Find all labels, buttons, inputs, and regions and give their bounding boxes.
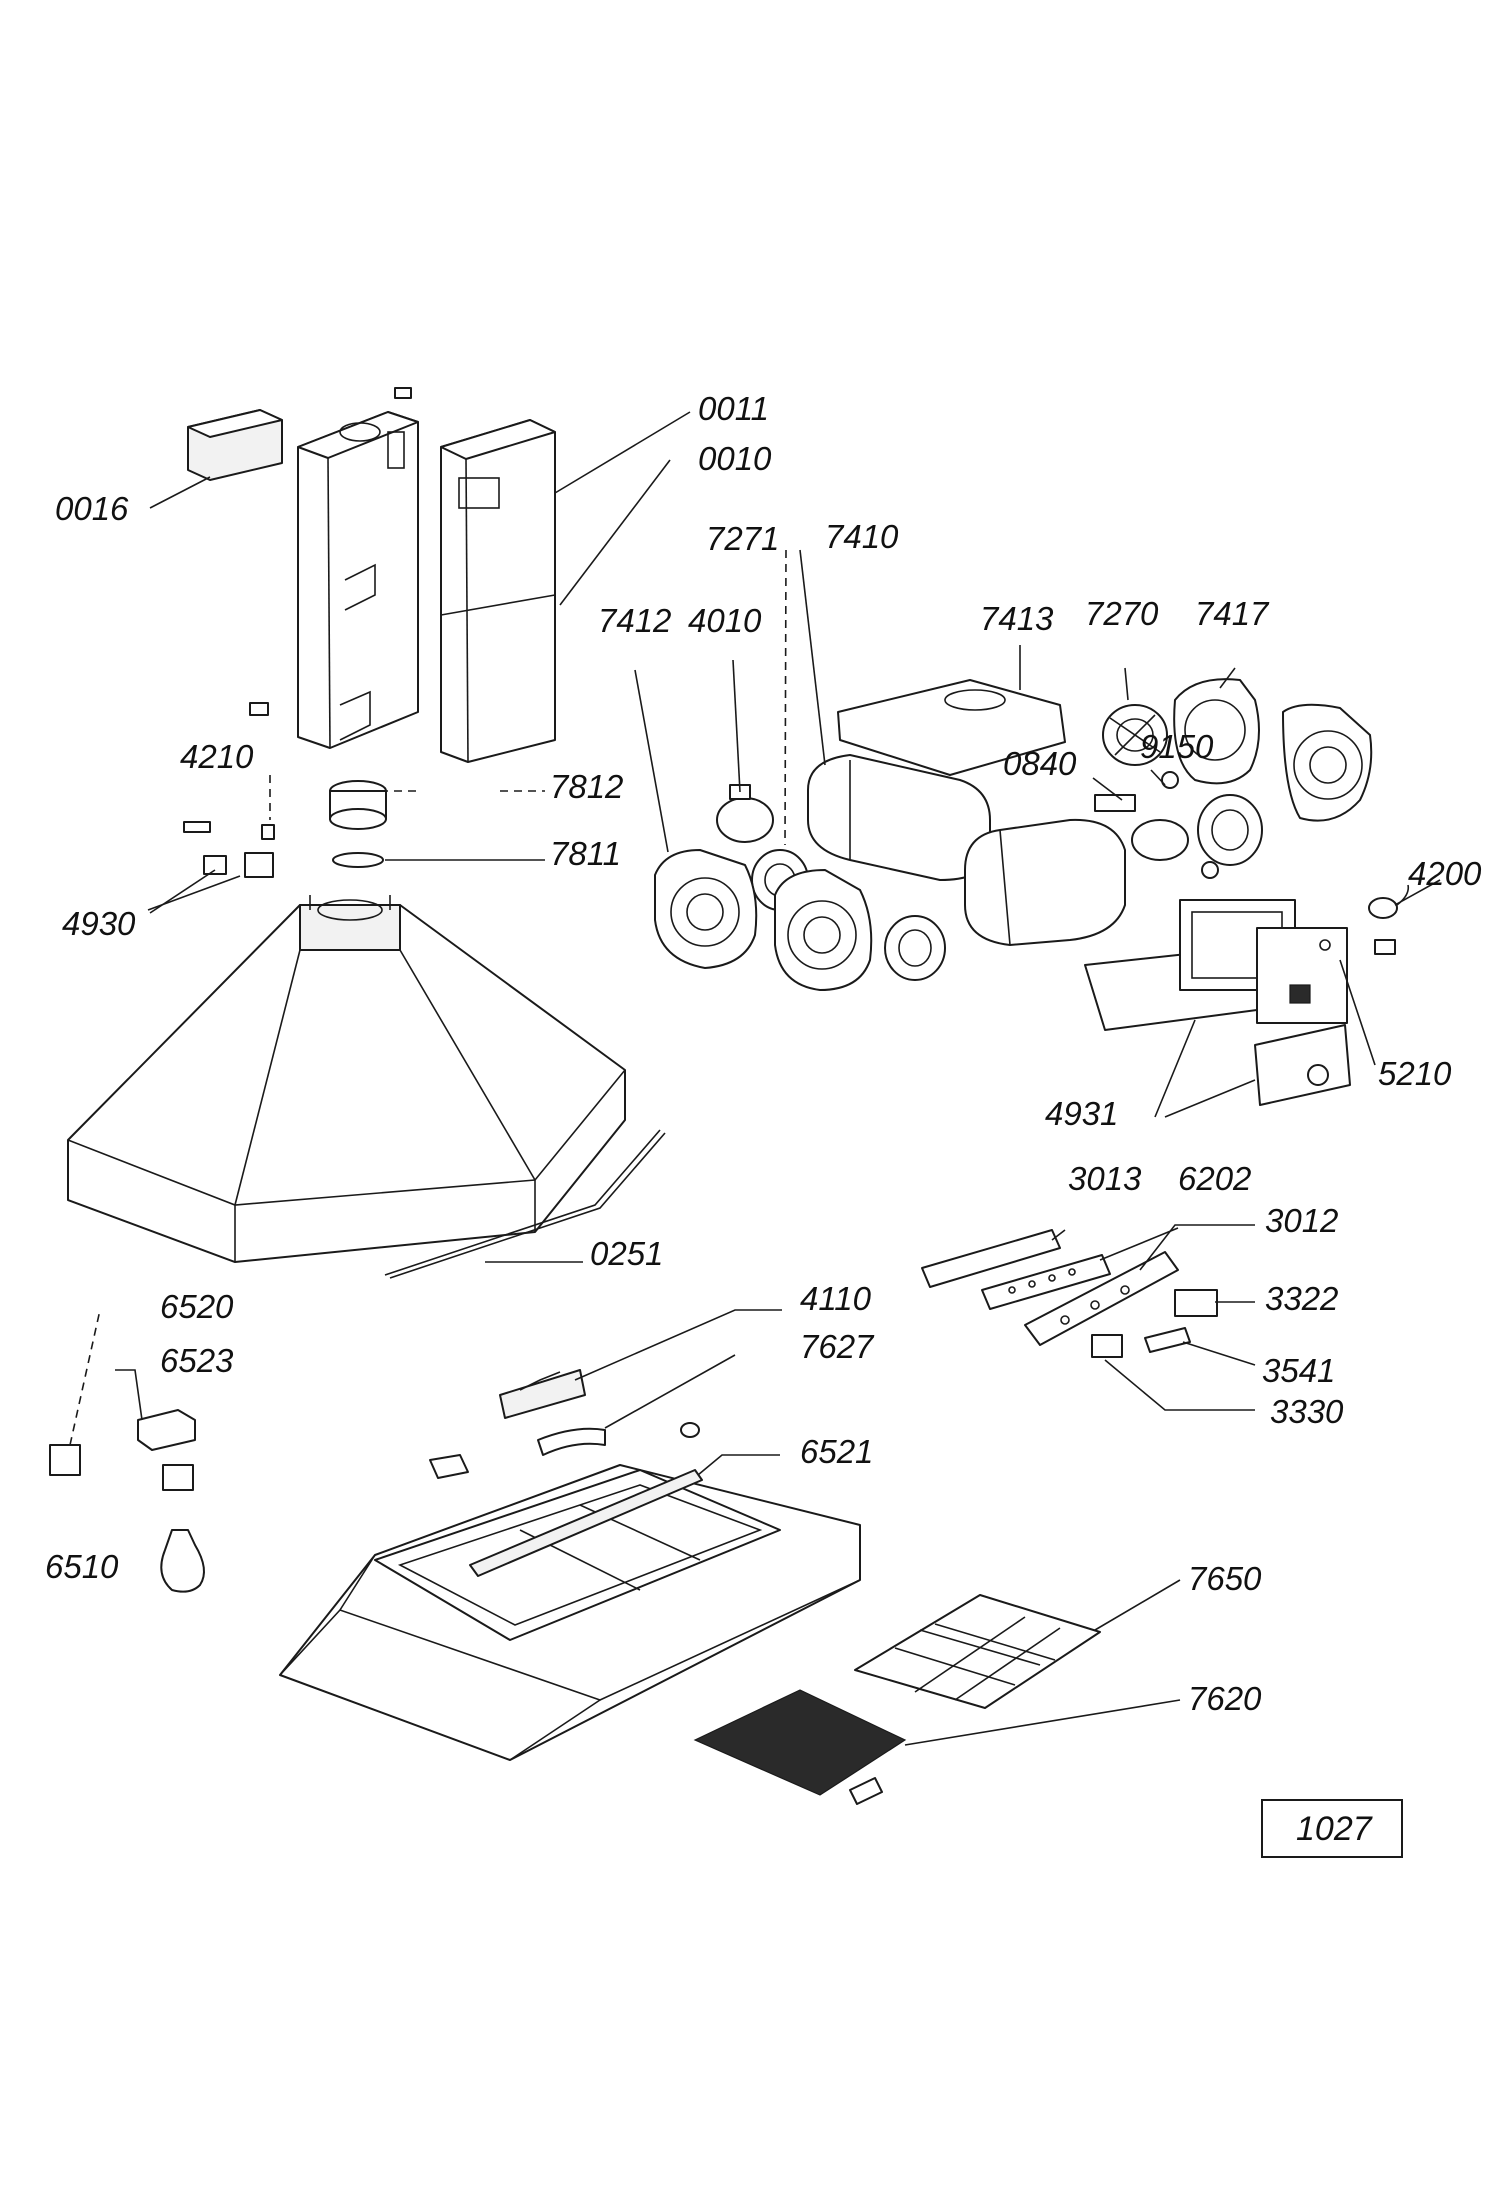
- reference-number-box: 1027: [1261, 1799, 1403, 1858]
- callout-3330: 3330: [1270, 1393, 1344, 1430]
- switch-block: [203, 824, 275, 878]
- callout-7271: 7271: [706, 520, 779, 557]
- chimney-cover-outer: [440, 419, 556, 763]
- callout-labels: 0011 0010 0016 7271 7410 7412 4010 7413 …: [45, 390, 1482, 1717]
- volute-lower: [774, 869, 873, 991]
- hood-canopy: [67, 895, 626, 1263]
- rail-6521: [469, 1469, 703, 1577]
- lamp-bulb-6510: [160, 1529, 205, 1593]
- callout-9150: 9150: [1140, 728, 1214, 765]
- lamp-holder-6520: [49, 1444, 81, 1476]
- capacitor-4200: [1368, 884, 1410, 955]
- callout-4200: 4200: [1408, 855, 1482, 892]
- callout-7410: 7410: [825, 518, 899, 555]
- callout-6510: 6510: [45, 1548, 119, 1585]
- motor-right: [1094, 771, 1219, 879]
- callout-4931: 4931: [1045, 1095, 1118, 1132]
- clip-7627: [429, 1422, 700, 1479]
- switch-3330: [1091, 1334, 1123, 1358]
- callout-6521: 6521: [800, 1433, 873, 1470]
- callout-7417: 7417: [1195, 595, 1270, 632]
- callout-6523: 6523: [160, 1342, 234, 1379]
- fan-wheel-7270: [1102, 704, 1168, 766]
- callout-0840: 0840: [1003, 745, 1077, 782]
- control-module-4931: [1254, 1024, 1351, 1106]
- callout-7650: 7650: [1188, 1560, 1262, 1597]
- flange-ring: [329, 780, 387, 868]
- small-brackets: [183, 702, 269, 833]
- callout-6520: 6520: [160, 1288, 234, 1325]
- callout-5210: 5210: [1378, 1055, 1452, 1092]
- leader-lines: [69, 411, 1441, 1746]
- lower-rail: [384, 1129, 666, 1279]
- callout-4110: 4110: [800, 1280, 872, 1317]
- control-strip-3013: [921, 1229, 1061, 1288]
- callout-6202: 6202: [1178, 1160, 1251, 1197]
- callout-3541: 3541: [1262, 1352, 1335, 1389]
- callout-3013: 3013: [1068, 1160, 1142, 1197]
- callout-3012: 3012: [1265, 1202, 1338, 1239]
- callout-0010: 0010: [698, 440, 772, 477]
- control-housing: [1084, 899, 1296, 1031]
- callout-4930: 4930: [62, 905, 136, 942]
- chimney-cover-inner: [297, 387, 419, 749]
- blower-housing-lower: [964, 818, 1126, 946]
- motor-4010: [716, 784, 774, 843]
- circuit-board-5210: [1256, 927, 1348, 1024]
- callout-7812: 7812: [550, 768, 623, 805]
- callout-4010: 4010: [688, 602, 762, 639]
- callout-4210: 4210: [180, 738, 254, 775]
- blower-housing-center: [807, 754, 991, 881]
- blower-bracket: [837, 679, 1066, 776]
- volute-7417: [1173, 678, 1260, 785]
- lamp-socket: [162, 1464, 194, 1491]
- callout-0251: 0251: [590, 1235, 663, 1272]
- duct-collar: [187, 409, 283, 481]
- light-unit-4110: [499, 1369, 586, 1419]
- control-panel-3012: [1024, 1251, 1179, 1346]
- callout-7627: 7627: [800, 1328, 875, 1365]
- callout-7811: 7811: [550, 835, 621, 872]
- reference-number: 1027: [1296, 1810, 1373, 1848]
- volute-7412: [654, 849, 758, 969]
- callout-0011: 0011: [698, 390, 769, 427]
- switch-3322: [1174, 1289, 1218, 1317]
- control-strip-6202: [981, 1254, 1111, 1310]
- callout-3322: 3322: [1265, 1280, 1338, 1317]
- callout-7270: 7270: [1085, 595, 1159, 632]
- grease-filter-7650: [854, 1594, 1101, 1709]
- volute-far-right: [1282, 703, 1373, 822]
- callout-7620: 7620: [1188, 1680, 1262, 1717]
- callout-7412: 7412: [598, 602, 671, 639]
- switch-3541: [1144, 1327, 1191, 1353]
- callout-0016: 0016: [55, 490, 129, 527]
- fan-wheel-lower-left: [884, 915, 946, 981]
- callout-7413: 7413: [980, 600, 1054, 637]
- carbon-filter-7620: [693, 1689, 907, 1805]
- lamp-cover-6523: [137, 1409, 196, 1451]
- fan-wheel-right: [1197, 794, 1263, 866]
